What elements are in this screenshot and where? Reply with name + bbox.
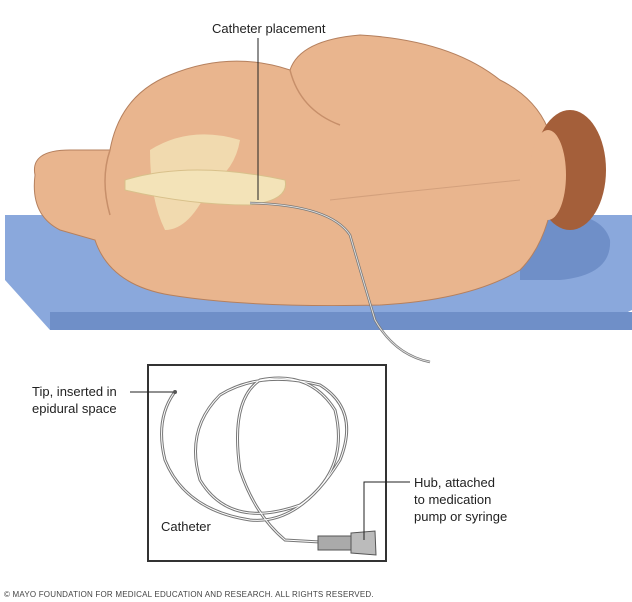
label-hub: Hub, attached to medication pump or syri… — [414, 475, 508, 524]
catheter-tip — [173, 390, 177, 394]
copyright: © MAYO FOUNDATION FOR MEDICAL EDUCATION … — [4, 590, 374, 599]
label-tip: Tip, inserted in epidural space — [32, 384, 117, 416]
spine — [124, 134, 287, 230]
label-catheter: Catheter — [161, 519, 211, 534]
hub — [317, 530, 377, 556]
patient-body — [33, 34, 556, 307]
patient-head — [530, 110, 606, 230]
label-catheter-placement: Catheter placement — [212, 21, 326, 36]
callout-line-hub — [363, 481, 410, 540]
catheter-box — [147, 364, 387, 562]
